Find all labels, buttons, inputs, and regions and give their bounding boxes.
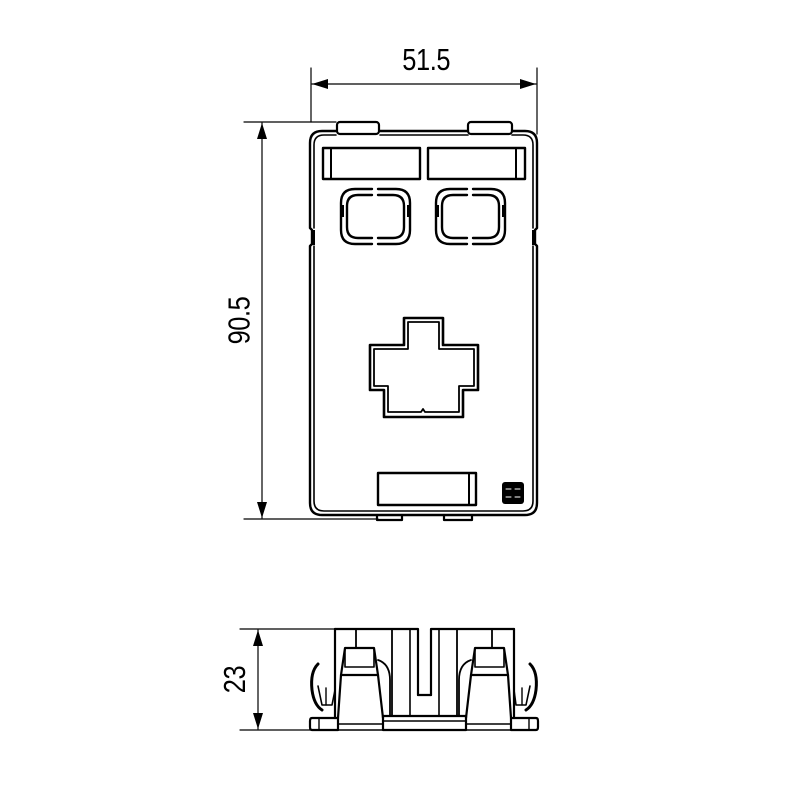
side-base — [308, 714, 540, 732]
depth-dimension-label: 23 — [217, 665, 253, 694]
front-view — [243, 67, 539, 522]
side-frame — [333, 627, 516, 720]
side-view — [239, 627, 540, 732]
housing-outline — [308, 129, 539, 517]
bottom-feet — [375, 513, 474, 522]
height-dimension-label: 90.5 — [221, 296, 257, 345]
right-snap-clip — [513, 662, 538, 712]
clip-openings — [339, 187, 507, 246]
left-snap-clip — [310, 662, 336, 712]
left-terminal-housing — [336, 646, 391, 720]
conductor-aperture — [368, 316, 480, 419]
width-dimension-label: 51.5 — [402, 42, 451, 77]
bottom-window — [376, 471, 478, 507]
height-dimension — [243, 121, 379, 520]
top-tabs — [335, 120, 514, 136]
right-terminal-housing — [458, 646, 513, 720]
width-dimension — [310, 67, 538, 135]
terminal-marking-block — [502, 482, 524, 504]
top-windows — [321, 146, 527, 181]
depth-dimension — [239, 628, 336, 731]
